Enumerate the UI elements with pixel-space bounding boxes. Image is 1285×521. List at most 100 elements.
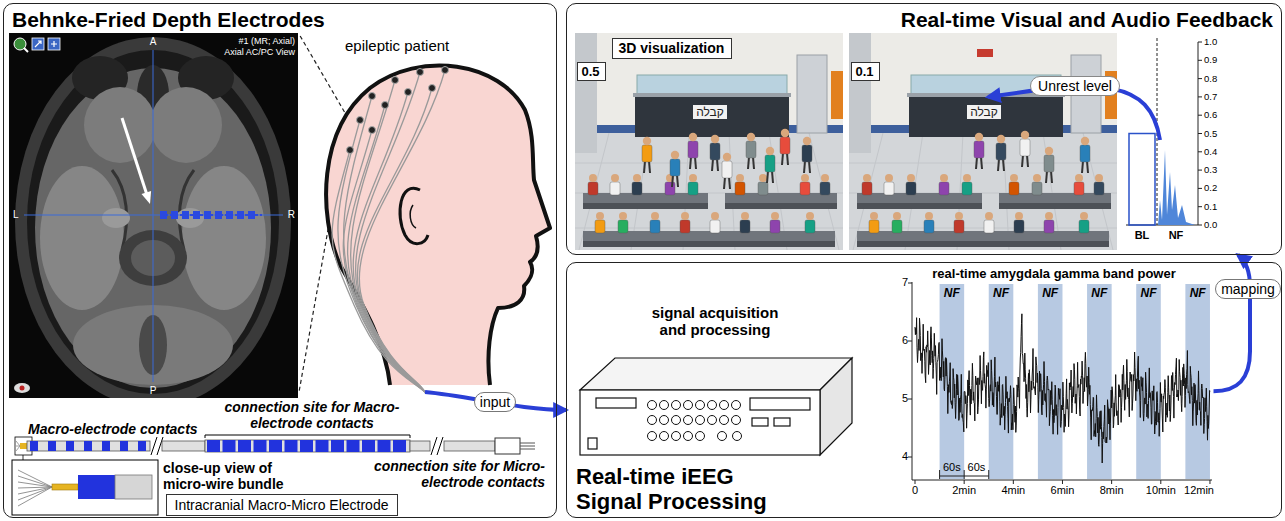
person-head	[1075, 174, 1083, 182]
electrode-wires	[343, 130, 425, 392]
micro-wire-closeup	[18, 470, 52, 506]
device-block: signal acquisition and processing	[575, 300, 855, 460]
unrest-histogram	[1158, 150, 1195, 225]
nf-band	[1087, 284, 1112, 479]
person-head	[596, 212, 604, 220]
person-leg	[649, 161, 650, 173]
micro-wire-closeup	[18, 487, 52, 506]
mri-overlay	[14, 383, 30, 393]
acquisition-device	[684, 432, 693, 441]
depth-electrode	[138, 441, 146, 451]
scan-info: #1 (MR; Axial)	[238, 36, 295, 46]
axis-tick-label: 4	[902, 450, 908, 462]
axis-tick-label: 6min	[1051, 484, 1075, 496]
person-body	[1009, 182, 1019, 195]
mri-overlay	[24, 215, 283, 216]
axis-tick	[1198, 188, 1202, 189]
acquisition-device	[696, 401, 705, 410]
person-body	[884, 182, 894, 195]
mri-overlay	[171, 211, 178, 219]
axis-tick	[915, 480, 916, 484]
person-leg	[690, 157, 691, 169]
depth-electrode	[23, 455, 24, 460]
mri-overlay	[193, 211, 200, 219]
scalp-electrode	[369, 127, 376, 134]
mri-image	[15, 37, 291, 398]
patient-head	[400, 188, 428, 243]
duration-label: 60s	[943, 461, 961, 473]
person-body	[820, 182, 830, 195]
panel: Behnke-Fried Depth ElectrodesIntracrania…	[3, 3, 557, 518]
axis-tick	[1198, 225, 1202, 226]
person-leg	[729, 177, 730, 189]
person-head	[803, 137, 811, 145]
mri-image	[182, 166, 266, 310]
panel: Real-time iEEG Signal Processingsignal a…	[566, 262, 1282, 518]
axis-tick	[1198, 206, 1202, 207]
person-head	[963, 174, 971, 182]
mri-overlay	[35, 41, 41, 47]
person-head	[681, 212, 689, 220]
duration-bracket	[988, 470, 989, 479]
micro-wire-closeup	[78, 475, 115, 499]
depth-electrode	[331, 440, 344, 452]
mri-overlay	[153, 50, 154, 382]
person-body	[632, 182, 642, 195]
orientation-mark: R	[288, 209, 295, 220]
person-leg	[748, 157, 749, 169]
person-body	[974, 141, 984, 158]
person-body	[1044, 155, 1054, 172]
axis-tick	[1198, 151, 1202, 152]
axis-tick-label: 0.9	[1204, 54, 1217, 65]
histogram-ticks	[1198, 42, 1202, 225]
person-body	[710, 143, 720, 160]
axis-tick-label: 0.5	[1204, 128, 1217, 139]
axis-tick	[1198, 170, 1202, 171]
person-leg	[644, 161, 645, 173]
depth-electrode	[27, 441, 150, 451]
acquisition-device	[708, 401, 717, 410]
person-body	[1044, 220, 1054, 233]
person-body	[688, 141, 698, 158]
scalp-electrode	[382, 102, 389, 109]
part-label: connection site for Macro-electrode cont…	[216, 399, 408, 431]
duration-bracket	[964, 470, 965, 479]
depth-electrode	[444, 441, 495, 451]
person-body	[800, 182, 810, 195]
person-head	[781, 129, 789, 137]
person-body	[650, 220, 660, 233]
person-leg	[677, 175, 678, 187]
wall-column	[575, 33, 597, 153]
micro-wire-closeup	[115, 475, 152, 499]
depth-electrode	[347, 440, 360, 452]
person-leg	[787, 153, 788, 165]
electrode-wires	[357, 88, 432, 392]
back-wall	[575, 33, 843, 133]
person-head	[1015, 212, 1023, 220]
depth-electrode	[84, 441, 92, 451]
orientation-mark: A	[150, 36, 157, 47]
scalp-electrode	[417, 69, 424, 76]
person-body	[1032, 182, 1042, 195]
depth-electrode	[393, 440, 406, 452]
person-body	[1094, 182, 1104, 195]
depth-electrode	[205, 435, 410, 438]
person-body	[996, 143, 1006, 160]
person-body	[954, 220, 964, 233]
axis-tick-label: 5	[902, 392, 908, 404]
bench-back	[857, 203, 982, 209]
axis-tick	[908, 283, 912, 284]
person-leg	[976, 157, 977, 169]
mri-image	[176, 208, 204, 228]
person-body	[1074, 182, 1084, 195]
person-leg	[712, 159, 713, 171]
person-head	[771, 212, 779, 220]
axis-tick-label: 0.6	[1204, 109, 1217, 120]
acquisition-device	[696, 416, 705, 425]
axis-tick	[1209, 480, 1210, 484]
person-head	[651, 212, 659, 220]
depth-electrode	[285, 440, 298, 452]
mri-overlay	[204, 211, 211, 219]
axis-tick-label: 7	[902, 276, 908, 288]
